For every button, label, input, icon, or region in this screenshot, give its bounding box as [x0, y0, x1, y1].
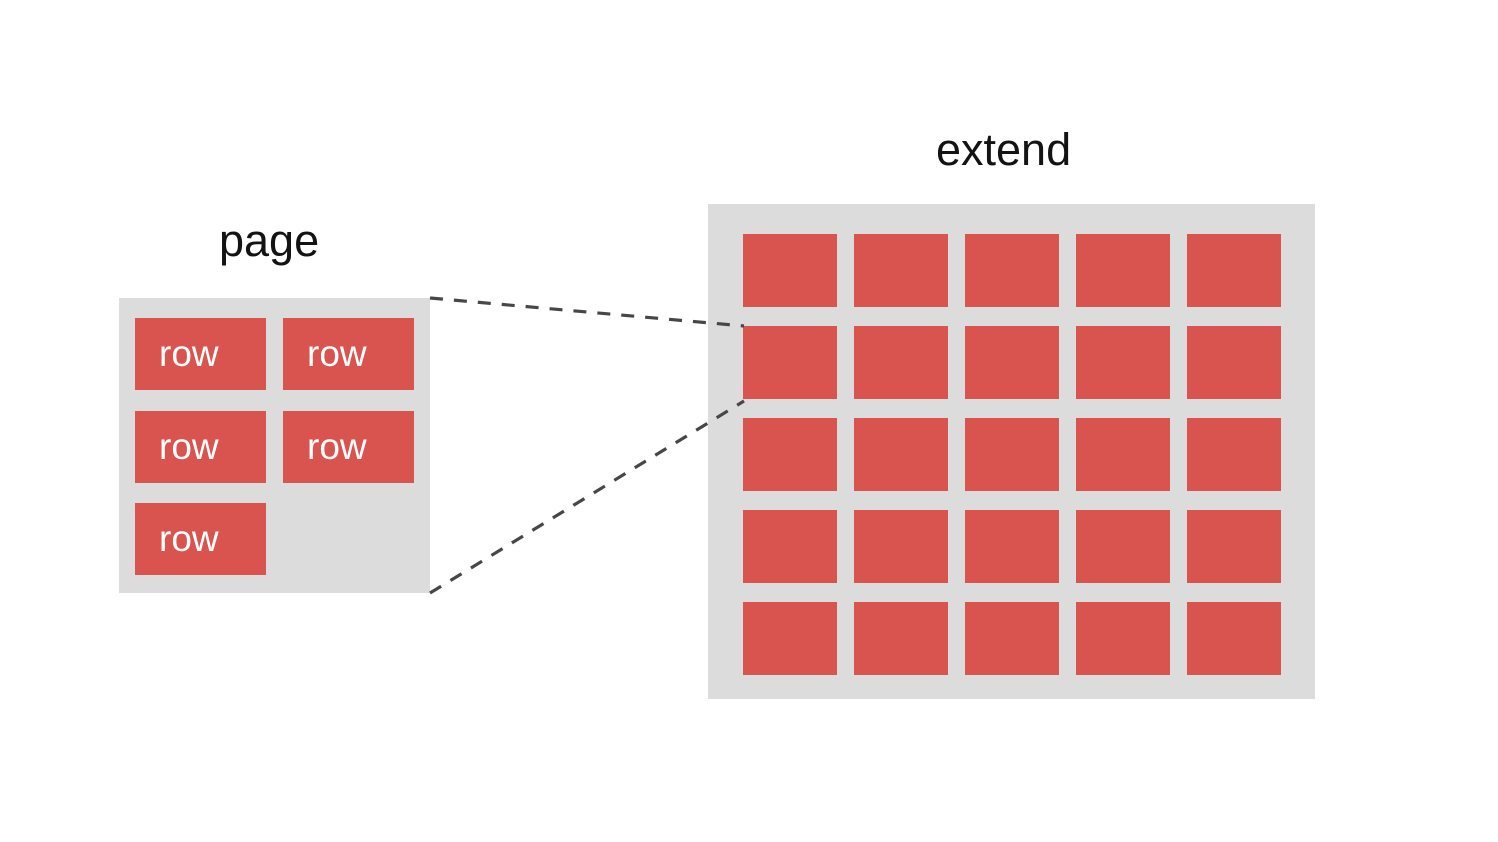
page-label: page [219, 215, 320, 266]
extend-grid-cell [854, 418, 948, 491]
extend-grid-cell [854, 510, 948, 583]
extend-grid-cell [1187, 510, 1281, 583]
connector-page-top-to-extend [429, 296, 745, 328]
extend-grid-cell [743, 326, 837, 399]
extend-panel [708, 204, 1315, 699]
page-row-cell: row [283, 411, 414, 483]
page-row-cell: row [135, 411, 266, 483]
extend-grid-cell [1076, 234, 1170, 307]
extend-grid-cell [965, 326, 1059, 399]
extend-grid-cell [965, 510, 1059, 583]
extend-grid-cell [743, 510, 837, 583]
extend-grid-cell [1187, 326, 1281, 399]
extend-grid-cell [743, 602, 837, 675]
page-row-cell: row [135, 318, 266, 390]
connector-page-bottom-to-extend [429, 399, 745, 595]
extend-grid-cell [854, 326, 948, 399]
extend-grid-cell [1187, 602, 1281, 675]
page-row-cell: row [283, 318, 414, 390]
extend-grid-cell [854, 234, 948, 307]
extend-grid-cell [1076, 326, 1170, 399]
extend-grid-cell [1076, 602, 1170, 675]
extend-grid-cell [1187, 418, 1281, 491]
page-row-cell: row [135, 503, 266, 575]
extend-grid-cell [743, 418, 837, 491]
extend-grid-cell [965, 418, 1059, 491]
extend-grid-cell [1187, 234, 1281, 307]
extend-grid-cell [965, 234, 1059, 307]
extend-grid-cell [743, 234, 837, 307]
extend-grid-cell [854, 602, 948, 675]
extend-label: extend [936, 124, 1072, 175]
extend-grid-cell [1076, 418, 1170, 491]
extend-grid-cell [1076, 510, 1170, 583]
extend-grid-cell [965, 602, 1059, 675]
